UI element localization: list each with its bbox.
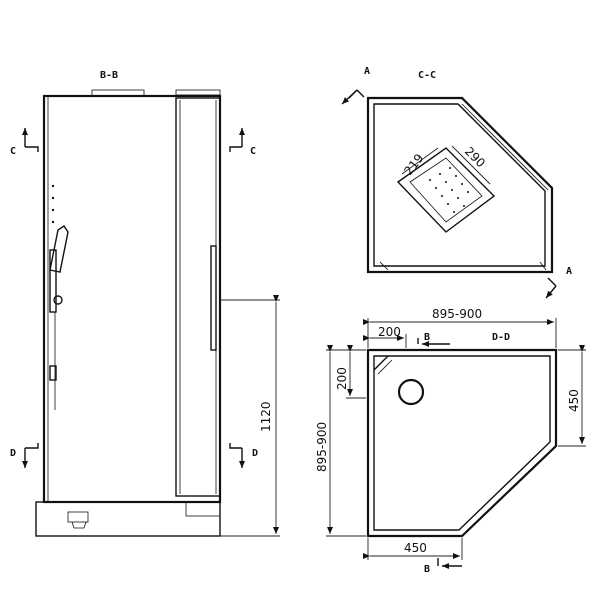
roof-outline-outer bbox=[366, 96, 554, 274]
side-450-right-label: 450 bbox=[567, 389, 581, 412]
tray-corner-chamfer bbox=[373, 355, 389, 371]
side-450-bottom-dimension: 450 bbox=[363, 538, 463, 560]
drain-pipe bbox=[71, 521, 87, 529]
shower-nozzle-grid bbox=[429, 167, 469, 213]
tray-outline-outer bbox=[366, 348, 558, 538]
corner-200-v-label: 200 bbox=[335, 367, 349, 390]
marker-c-left-label: C bbox=[10, 146, 16, 157]
side-450-right-dimension: 450 bbox=[558, 345, 586, 447]
top-fitting-right bbox=[175, 89, 221, 96]
mixer-knob bbox=[53, 295, 63, 305]
section-marker-d-left: D bbox=[10, 443, 39, 468]
section-marker-b-top: B bbox=[417, 332, 450, 347]
corner-tick-br bbox=[539, 261, 547, 271]
section-marker-d-right: D bbox=[229, 443, 258, 468]
height-1120-label: 1120 bbox=[259, 401, 273, 432]
corner-200-v-dimension: 200 bbox=[335, 345, 366, 399]
section-marker-c-left: C bbox=[10, 128, 39, 157]
door-handle bbox=[210, 245, 217, 351]
marker-a-top-label: A bbox=[364, 66, 370, 77]
marker-b-bottom-label: B bbox=[424, 564, 430, 575]
hand-shower-icon bbox=[49, 225, 69, 273]
shower-tray-base bbox=[35, 501, 221, 537]
depth-895-900-label: 895-900 bbox=[315, 422, 329, 472]
tray-plan-dd: D-D 895-900 200 B bbox=[315, 307, 586, 575]
tray-outline-inner bbox=[373, 355, 551, 531]
side-elevation: B-B bbox=[10, 70, 280, 537]
shower-rail bbox=[49, 249, 57, 313]
shower-head-290-label: 290 bbox=[462, 144, 488, 170]
height-dimension: 1120 bbox=[220, 295, 280, 537]
marker-d-right-label: D bbox=[252, 448, 258, 459]
marker-c-right-label: C bbox=[250, 146, 256, 157]
section-bb-label: B-B bbox=[100, 70, 118, 81]
overhead-shower-head-icon bbox=[396, 145, 496, 233]
door-panel bbox=[175, 97, 221, 497]
corner-200-h-label: 200 bbox=[378, 325, 401, 339]
drain-icon bbox=[397, 378, 425, 406]
marker-b-top-label: B bbox=[424, 332, 430, 343]
width-895-900-label: 895-900 bbox=[432, 307, 482, 321]
corner-tick-bl bbox=[379, 261, 389, 271]
door-glass-line bbox=[461, 103, 549, 191]
tray-corner-chamfer-inner bbox=[377, 359, 393, 375]
cabin-back-panel bbox=[42, 94, 222, 504]
section-marker-a-bottom: A bbox=[545, 266, 572, 299]
section-cc-label: C-C bbox=[418, 70, 436, 81]
corner-200-h-dimension: 200 bbox=[363, 325, 407, 348]
depth-dimension: 895-900 bbox=[315, 345, 366, 537]
roof-outline-inner bbox=[373, 103, 546, 267]
section-dd-label: D-D bbox=[492, 332, 510, 343]
side-450-bottom-label: 450 bbox=[404, 541, 427, 555]
section-marker-b-bottom: B bbox=[424, 558, 462, 575]
section-marker-a-top: A bbox=[341, 66, 370, 105]
massage-jets bbox=[51, 184, 55, 224]
drain-outlet bbox=[67, 511, 89, 523]
lower-valve bbox=[49, 365, 57, 381]
section-marker-c-right: C bbox=[229, 128, 256, 157]
width-dimension: 895-900 bbox=[363, 307, 557, 348]
plan-view-cc: C-C 219 290 bbox=[341, 66, 572, 299]
marker-d-left-label: D bbox=[10, 448, 16, 459]
marker-a-bottom-label: A bbox=[566, 266, 572, 277]
tray-step bbox=[185, 501, 221, 517]
